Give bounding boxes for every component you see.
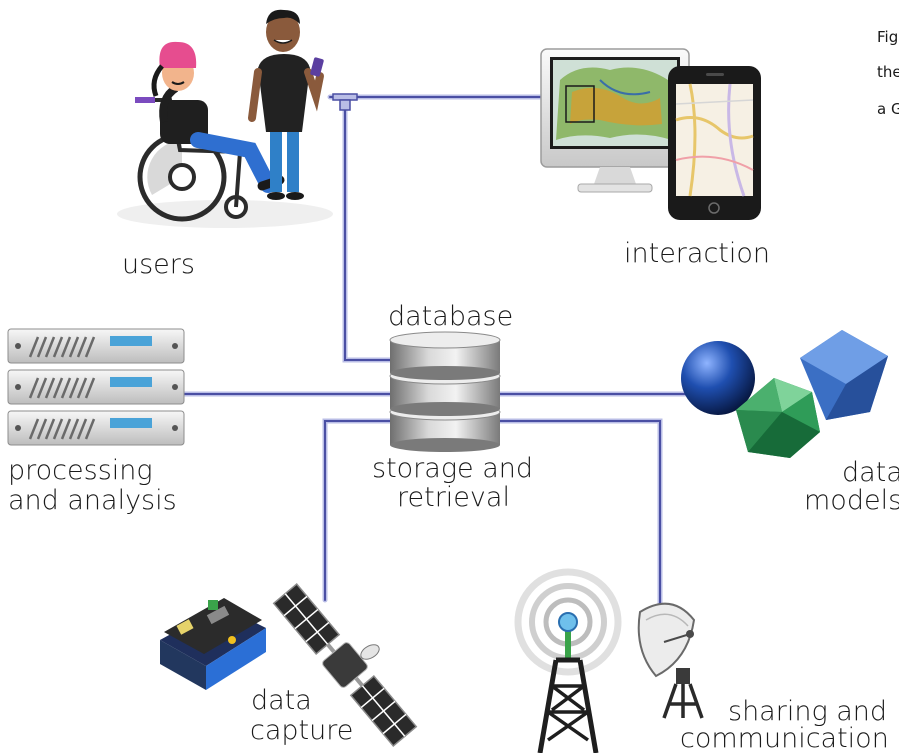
connector-database-capture (322, 418, 393, 603)
sphere-icon (681, 341, 755, 415)
label-sharing-line-1: sharing and (728, 696, 888, 727)
label-storage-line-2: retrieval (397, 482, 510, 513)
satellite-icon (272, 583, 418, 747)
figure-caption-line-1: Fig (877, 28, 899, 46)
database-stack-icon (389, 331, 501, 452)
monitor-map-icon (540, 48, 690, 193)
label-storage-line-1: storage and (372, 453, 534, 484)
figure-caption-line-2: the (877, 63, 899, 81)
connector-database-sharing (497, 418, 663, 608)
figure-caption-line-3: a G (877, 100, 899, 118)
connector-junction (332, 93, 358, 111)
circuit-board-icon (160, 598, 266, 690)
cube-icon (800, 330, 888, 420)
label-database: database (388, 301, 514, 332)
connectors (182, 93, 693, 608)
satellite-dish-icon (637, 602, 704, 719)
label-users: users (122, 249, 195, 280)
label-sharing-line-2: communication (680, 723, 889, 754)
icosahedron-icon (736, 378, 820, 458)
smartphone-map-icon (668, 66, 761, 220)
standing-user-phone-icon (248, 9, 324, 200)
label-capture-line-2: capture (250, 715, 354, 746)
label-interaction: interaction (624, 238, 771, 269)
label-processing-line-1: processing (8, 455, 153, 486)
label-models-line-2: models (804, 485, 899, 516)
wheelchair-user-icon (117, 41, 333, 228)
server-rack-icon (7, 328, 185, 446)
label-processing-line-2: and analysis (8, 485, 177, 516)
label-capture-line-1: data (251, 685, 312, 716)
connector-users-database (342, 94, 393, 363)
radio-tower-icon (514, 568, 622, 753)
label-models-line-1: data (842, 457, 899, 488)
